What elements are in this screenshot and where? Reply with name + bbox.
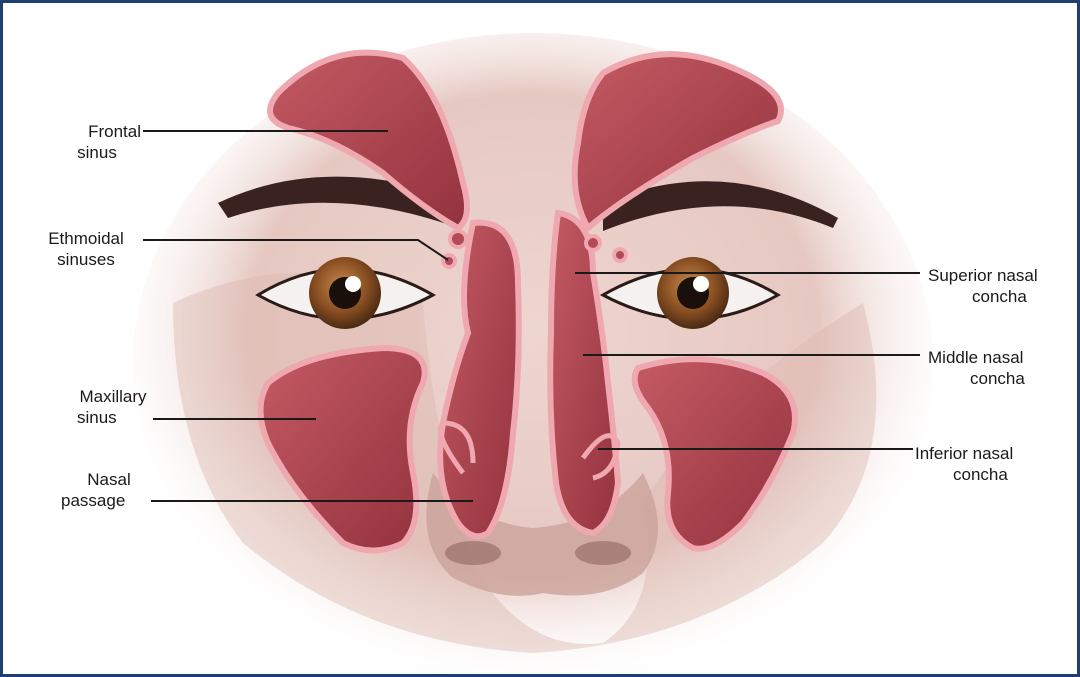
label-inferior-nasal-concha-line1: Inferior nasal bbox=[915, 443, 1013, 464]
right-eye-highlight bbox=[693, 276, 709, 292]
label-frontal-sinus-line2: sinus bbox=[43, 142, 141, 163]
label-maxillary-sinus-line1: Maxillary bbox=[63, 386, 163, 407]
label-ethmoidal-sinuses: Ethmoidal sinuses bbox=[31, 228, 141, 270]
label-nasal-passage-line1: Nasal bbox=[61, 469, 157, 490]
label-inferior-nasal-concha-line2: concha bbox=[915, 464, 1013, 485]
label-inferior-nasal-concha: Inferior nasal concha bbox=[915, 443, 1013, 485]
label-middle-nasal-concha-line2: concha bbox=[928, 368, 1025, 389]
right-nostril bbox=[575, 541, 631, 565]
label-frontal-sinus-line1: Frontal bbox=[43, 121, 141, 142]
label-superior-nasal-concha-line1: Superior nasal bbox=[928, 265, 1038, 286]
label-ethmoidal-sinuses-line1: Ethmoidal bbox=[31, 228, 141, 249]
label-nasal-passage: Nasal passage bbox=[61, 469, 157, 511]
left-nostril bbox=[445, 541, 501, 565]
ethmoid-cell-left-1 bbox=[450, 231, 466, 247]
label-maxillary-sinus: Maxillary sinus bbox=[63, 386, 163, 428]
label-ethmoidal-sinuses-line2: sinuses bbox=[31, 249, 141, 270]
label-middle-nasal-concha-line1: Middle nasal bbox=[928, 347, 1025, 368]
label-maxillary-sinus-line2: sinus bbox=[63, 407, 163, 428]
left-eye-highlight bbox=[345, 276, 361, 292]
label-frontal-sinus: Frontal sinus bbox=[43, 121, 141, 163]
label-middle-nasal-concha: Middle nasal concha bbox=[928, 347, 1025, 389]
ethmoid-cell-right-1 bbox=[586, 236, 600, 250]
label-superior-nasal-concha-line2: concha bbox=[928, 286, 1038, 307]
label-nasal-passage-line2: passage bbox=[61, 490, 157, 511]
ethmoid-cell-right-2 bbox=[614, 249, 626, 261]
label-superior-nasal-concha: Superior nasal concha bbox=[928, 265, 1038, 307]
sinus-illustration bbox=[3, 3, 1080, 677]
